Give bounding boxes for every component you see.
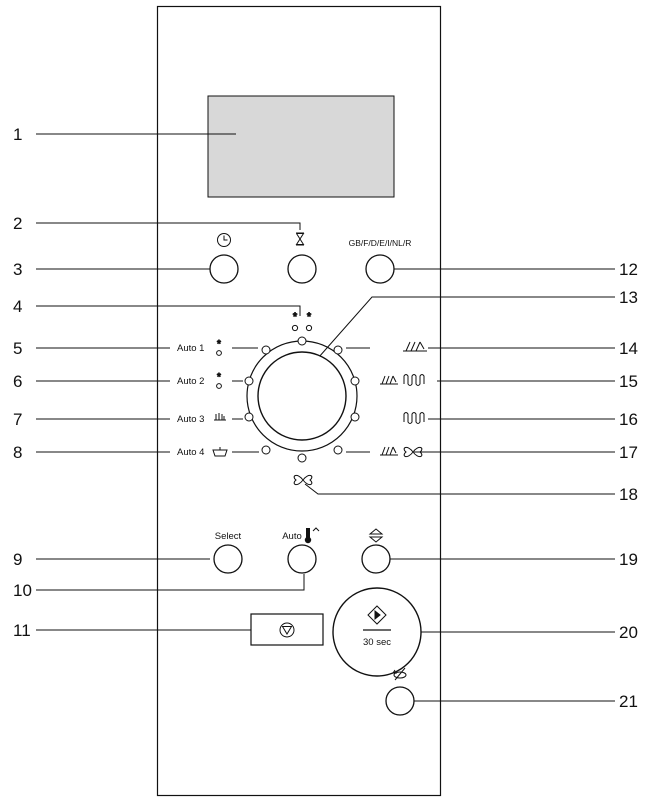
grill-element-icon (403, 374, 425, 386)
fan-icon (403, 446, 423, 458)
indicator-led (297, 453, 307, 463)
callout-7: 7 (13, 410, 22, 429)
callout-2: 2 (13, 214, 22, 233)
select-label: Select (215, 531, 242, 542)
double-snowflake-drop-icon: * * (291, 311, 312, 332)
leader-2 (36, 222, 301, 230)
microwave-waves-icon (403, 341, 427, 352)
callout-4: 4 (13, 297, 22, 316)
microwave-waves-icon (380, 446, 398, 456)
callout-8: 8 (13, 443, 22, 462)
leader-13 (310, 296, 615, 367)
auto-temp-label: Auto (282, 531, 302, 542)
start-button[interactable] (332, 587, 422, 677)
leader-10 (36, 574, 305, 591)
svg-text:*: * (217, 372, 221, 383)
roast-icon (214, 413, 226, 421)
callout-numbers: 1 2 3 4 5 6 7 8 9 10 11 12 13 14 15 16 1… (13, 125, 638, 711)
indicator-led (261, 345, 271, 355)
language-button[interactable] (365, 254, 395, 284)
indicator-led (244, 412, 254, 422)
fan-icon (293, 474, 313, 486)
auto1-label: Auto 1 (177, 343, 204, 354)
indicator-led (350, 376, 360, 386)
auto3-label: Auto 3 (177, 414, 204, 425)
indicator-led (350, 412, 360, 422)
auto2-label: Auto 2 (177, 376, 204, 387)
callout-11: 11 (13, 621, 31, 640)
callout-6: 6 (13, 372, 22, 391)
callout-1: 1 (13, 125, 22, 144)
microwave-waves-icon (380, 375, 398, 385)
thermometer-icon (304, 527, 320, 544)
callout-18: 18 (619, 485, 638, 504)
start-time-label: 30 sec (363, 637, 391, 648)
callout-15: 15 (619, 372, 638, 391)
stop-icon (279, 622, 295, 638)
start-diamond-icon (363, 605, 391, 631)
callout-16: 16 (619, 410, 638, 429)
callout-20: 20 (619, 623, 638, 642)
indicator-led (333, 345, 343, 355)
hourglass-icon (295, 232, 305, 246)
auto4-label: Auto 4 (177, 447, 204, 458)
callout-21: 21 (619, 692, 638, 711)
leader-4 (36, 305, 301, 316)
snowflake-drop-icon: * (216, 339, 222, 356)
svg-text:*: * (293, 311, 298, 323)
leader-lines (36, 133, 615, 702)
auto-temp-button[interactable] (287, 544, 317, 574)
indicator-led (261, 445, 271, 455)
grill-element-icon (403, 412, 425, 424)
dial-dashes-right (346, 347, 370, 453)
select-button[interactable] (213, 544, 243, 574)
snowflake-drop-icon: * (216, 372, 222, 389)
display-window (207, 95, 395, 198)
dial-dashes-left (232, 347, 259, 453)
dial-indicators (244, 336, 360, 463)
callout-3: 3 (13, 260, 22, 279)
language-label: GB/F/D/E/I/NL/R (349, 238, 412, 248)
clock-button[interactable] (209, 254, 239, 284)
turntable-button[interactable] (385, 686, 415, 716)
stop-button[interactable] (250, 613, 324, 646)
turntable-icon (392, 667, 407, 681)
selector-dial[interactable] (257, 351, 347, 441)
callout-17: 17 (619, 443, 638, 462)
callout-19: 19 (619, 550, 638, 569)
callout-9: 9 (13, 550, 22, 569)
callout-13: 13 (619, 288, 638, 307)
indicator-led (297, 336, 307, 346)
up-down-arrows-icon (368, 528, 384, 543)
callout-10: 10 (13, 581, 32, 600)
bowl-icon (212, 447, 228, 457)
svg-text:*: * (307, 311, 312, 323)
indicator-led (333, 445, 343, 455)
up-down-button[interactable] (361, 544, 391, 574)
callout-12: 12 (619, 260, 638, 279)
indicator-led (244, 376, 254, 386)
callout-5: 5 (13, 339, 22, 358)
timer-button[interactable] (287, 254, 317, 284)
leader-18 (304, 483, 615, 495)
svg-text:*: * (217, 339, 221, 350)
clock-icon (217, 233, 231, 247)
callout-14: 14 (619, 339, 638, 358)
